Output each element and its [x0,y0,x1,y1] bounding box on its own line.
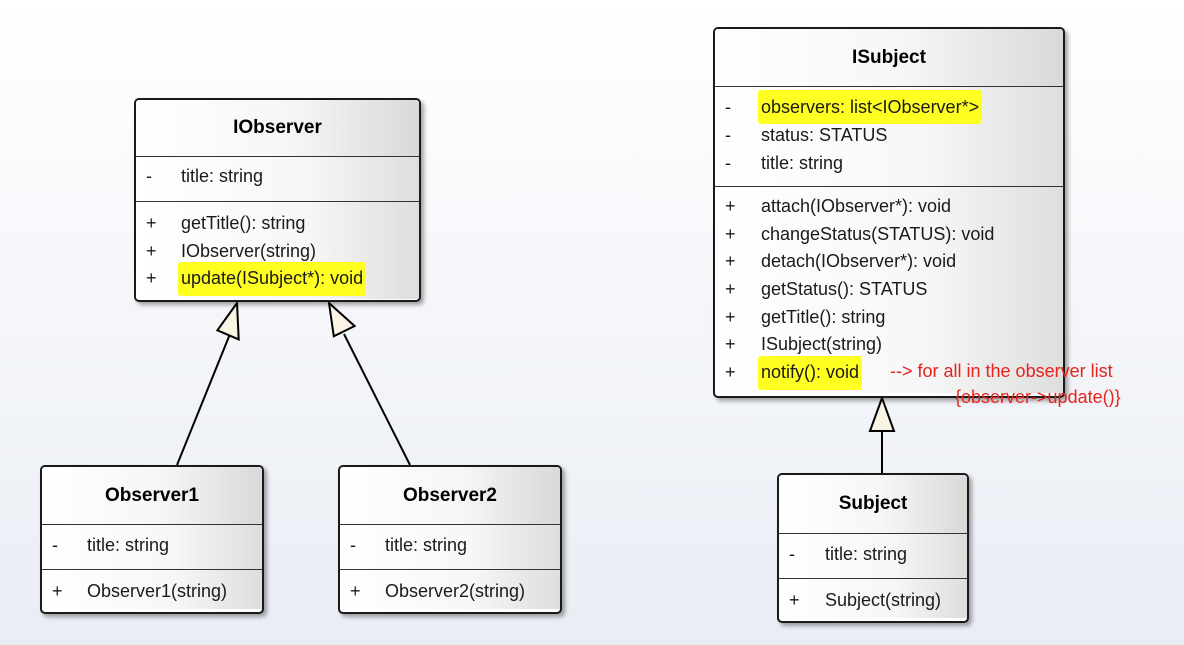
attribute-row: - title: string [136,164,419,188]
visibility-marker: + [725,196,736,216]
operation-text: Observer2(string) [385,581,526,601]
operation-row: + ISubject(string) [715,331,1063,359]
visibility-marker: + [146,213,157,233]
visibility-marker: + [725,251,736,272]
operation-text-highlighted: update(ISubject*): void [181,265,364,293]
attribute-text: title: string [87,535,170,555]
visibility-marker: + [350,581,361,601]
visibility-marker: - [146,166,152,186]
operation-row: + Observer2(string) [340,579,560,603]
operations-compartment: + Subject(string) [779,579,967,618]
operation-text: getStatus(): STATUS [761,279,928,300]
operation-row: + getTitle(): string [715,304,1063,332]
operation-text: detach(IObserver*): void [761,251,957,272]
visibility-marker: - [350,535,356,555]
visibility-marker: + [52,581,63,601]
generalization-arrowhead-subject [868,395,896,432]
attribute-text: title: string [761,153,844,173]
attribute-text: status: STATUS [761,125,888,145]
attribute-text: title: string [825,544,908,564]
attribute-row: - title: string [715,149,1063,177]
class-name: Subject [779,475,967,534]
operation-text: IObserver(string) [181,240,317,261]
attribute-text: title: string [181,166,264,186]
generalization-arrowhead-observer1 [215,300,240,341]
operation-text: getTitle(): string [181,213,306,233]
generalization-line-observer1 [176,333,231,466]
operation-row: + getStatus(): STATUS [715,276,1063,304]
annotation-note-line1: --> for all in the observer list [890,361,1113,381]
class-name: Observer2 [340,467,560,525]
attribute-row: - status: STATUS [715,121,1063,149]
class-isubject[interactable]: ISubject - observers: list<IObserver*> -… [713,27,1065,398]
operations-compartment: + attach(IObserver*): void + changeStatu… [715,187,1063,393]
visibility-marker: + [725,362,736,383]
generalization-line-observer2 [343,333,411,466]
operation-row: + changeStatus(STATUS): void [715,221,1063,249]
attribute-text-highlighted: observers: list<IObserver*> [761,93,980,121]
operation-text-highlighted: notify(): void [761,359,860,387]
operations-compartment: + Observer2(string) [340,570,560,609]
visibility-marker: + [789,590,800,610]
operation-text: ISubject(string) [761,334,883,355]
visibility-marker: - [789,544,795,564]
attributes-compartment: - title: string [42,525,262,570]
visibility-marker: + [725,223,736,244]
attributes-compartment: - title: string [136,157,419,202]
class-observer1[interactable]: Observer1 - title: string + Observer1(st… [40,465,264,614]
attribute-row: - title: string [340,533,560,557]
attribute-row: - title: string [779,542,967,566]
class-name: Observer1 [42,467,262,525]
operation-text: Subject(string) [825,590,942,610]
operation-row: + Observer1(string) [42,579,262,603]
visibility-marker: - [725,97,731,117]
operation-row: + Subject(string) [779,588,967,612]
class-name: IObserver [136,100,419,157]
operations-compartment: + getTitle(): string + IObserver(string)… [136,202,419,299]
operation-row: + update(ISubject*): void [136,265,419,293]
operation-row: + notify(): void [715,359,1063,387]
attribute-row: - title: string [42,533,262,557]
operation-row: + attach(IObserver*): void [715,193,1063,221]
generalization-arrowhead-observer2 [327,300,357,338]
operation-row: + detach(IObserver*): void [715,248,1063,276]
attribute-row: - observers: list<IObserver*> [715,93,1063,121]
visibility-marker: + [146,240,157,261]
operations-compartment: + Observer1(string) [42,570,262,609]
attribute-text: title: string [385,535,468,555]
class-iobserver[interactable]: IObserver - title: string + getTitle(): … [134,98,421,302]
visibility-marker: + [725,306,736,327]
class-name: ISubject [715,29,1063,87]
visibility-marker: + [725,279,736,300]
class-subject[interactable]: Subject - title: string + Subject(string… [777,473,969,623]
visibility-marker: - [725,125,731,145]
class-observer2[interactable]: Observer2 - title: string + Observer2(st… [338,465,562,614]
attributes-compartment: - title: string [340,525,560,570]
visibility-marker: - [725,153,731,173]
operation-text: getTitle(): string [761,306,886,327]
visibility-marker: - [52,535,58,555]
operation-row: + getTitle(): string [136,210,419,238]
operation-text: attach(IObserver*): void [761,196,952,216]
visibility-marker: + [725,334,736,355]
operation-row: + IObserver(string) [136,238,419,266]
attributes-compartment: - title: string [779,534,967,579]
attributes-compartment: - observers: list<IObserver*> - status: … [715,87,1063,187]
visibility-marker: + [146,268,157,288]
annotation-note-line2: {observer->update()} [955,387,1121,407]
operation-text: changeStatus(STATUS): void [761,223,995,244]
operation-text: Observer1(string) [87,581,228,601]
